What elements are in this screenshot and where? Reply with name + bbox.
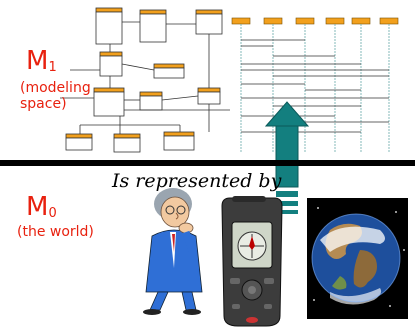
- gps-device-icon: [221, 196, 283, 327]
- thinking-man-icon: [143, 188, 203, 315]
- sequence-diagram: [231, 17, 399, 152]
- represented-by-label: Is represented by: [112, 170, 282, 192]
- class-diagram: [65, 7, 223, 153]
- m0-label: M0: [26, 192, 57, 222]
- earth-icon: [307, 198, 408, 319]
- m1-caption: (modeling space): [20, 80, 91, 112]
- arrow-dashes: [276, 191, 298, 214]
- m1-label: M1: [26, 46, 57, 76]
- representation-arrow: [264, 101, 310, 188]
- m0-caption: (the world): [17, 224, 94, 240]
- level-divider: [0, 160, 415, 166]
- class-diagram-links: [60, 21, 230, 134]
